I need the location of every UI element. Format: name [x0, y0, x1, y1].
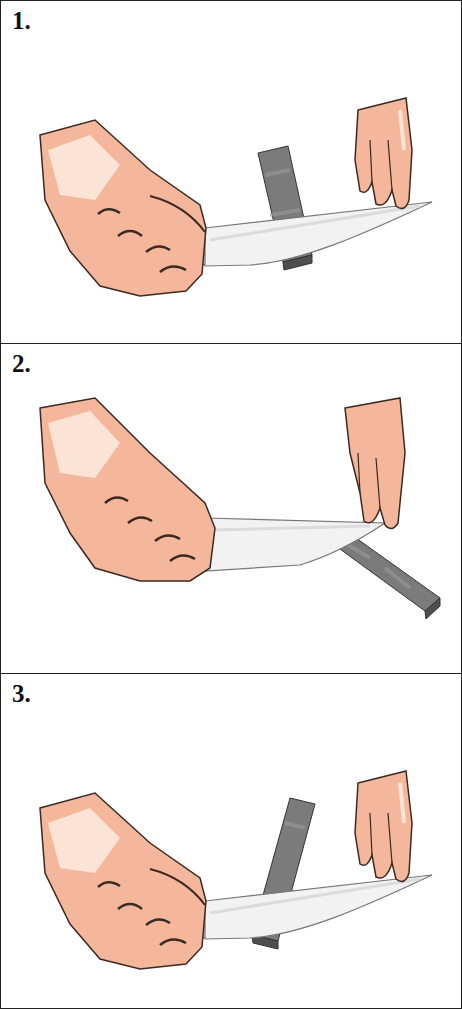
step-number: 1. — [12, 7, 31, 35]
hand — [40, 793, 206, 969]
hand — [40, 398, 215, 581]
step-panel: 2. — [0, 343, 462, 674]
hand — [40, 120, 206, 296]
hand — [355, 98, 412, 208]
hand — [345, 398, 405, 529]
knife — [205, 518, 385, 571]
panel-illustration — [40, 398, 440, 619]
panel-illustration — [40, 771, 432, 969]
panel-illustration — [40, 98, 432, 296]
step-number: 3. — [12, 680, 31, 708]
step-panel: 1. — [0, 0, 462, 344]
step-panel: 3. — [0, 673, 462, 1009]
step-number: 2. — [12, 350, 31, 378]
knife — [180, 875, 432, 940]
knife — [180, 202, 432, 267]
hand — [355, 771, 412, 881]
